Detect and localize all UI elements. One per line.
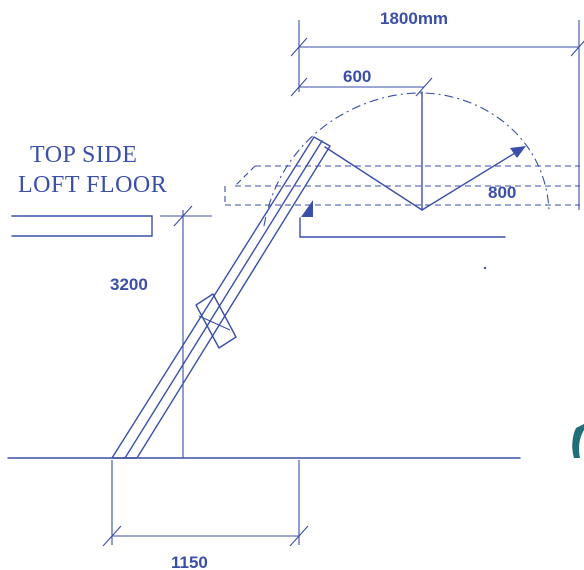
dimension-arc-height: 800 (488, 183, 516, 202)
loft-floor-slab (11, 215, 153, 237)
ink-dot (483, 266, 487, 270)
edge-fragment (572, 424, 584, 458)
dimension-line-floor-height (160, 205, 212, 458)
loft-title-line1: TOP SIDE (30, 142, 137, 168)
dimension-line-overall (290, 20, 584, 210)
hinge-marker (301, 200, 313, 217)
stowed-ladder-outline (224, 165, 580, 206)
dimension-line-base-run (102, 460, 309, 547)
loft-title-line2: LOFT FLOOR (18, 172, 167, 198)
hatch-edge (299, 217, 506, 238)
dimension-overall-width: 1800mm (380, 9, 448, 28)
ladder (111, 136, 331, 459)
dimension-base-run: 1150 (171, 553, 208, 570)
dimension-hatch-offset: 600 (343, 67, 371, 86)
dimension-floor-height: 3200 (110, 275, 148, 294)
dimension-line-hatch-offset (290, 77, 433, 97)
arc-height-indicator (324, 91, 526, 211)
swing-arc (263, 92, 550, 227)
arrow-head (510, 146, 526, 158)
